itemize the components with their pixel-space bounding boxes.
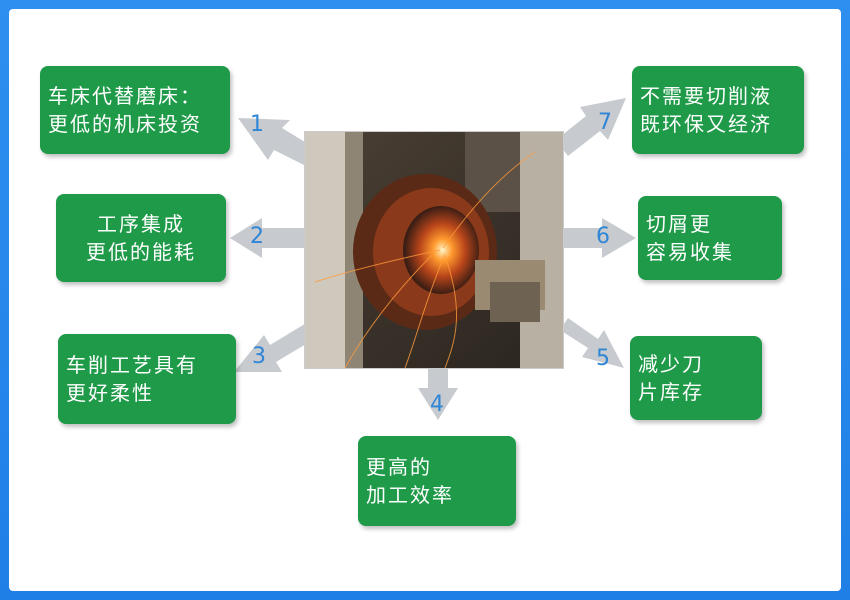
lathe-machining-photo (304, 131, 564, 369)
benefit-box-4: 更高的 加工效率 (358, 436, 516, 526)
arrow-6 (552, 218, 636, 258)
arrow-1 (238, 118, 318, 168)
benefit-5-line-1: 减少刀 (638, 352, 704, 376)
number-2: 2 (250, 224, 264, 249)
benefit-box-5: 减少刀 片库存 (630, 336, 762, 420)
arrow-7 (556, 98, 626, 156)
number-6: 6 (596, 224, 610, 249)
benefit-3-line-2: 更好柔性 (66, 381, 154, 405)
benefit-1-line-1: 车床代替磨床： (48, 84, 202, 108)
number-4: 4 (430, 392, 444, 417)
benefit-box-7: 不需要切削液 既环保又经济 (632, 66, 804, 154)
number-1: 1 (250, 112, 264, 137)
arrow-5 (560, 318, 624, 368)
benefit-6-line-1: 切屑更 (646, 212, 712, 236)
benefit-1-line-2: 更低的机床投资 (48, 112, 202, 136)
benefit-box-2: 工序集成 更低的能耗 (56, 194, 226, 282)
benefit-box-1: 车床代替磨床： 更低的机床投资 (40, 66, 230, 154)
benefit-2-line-2: 更低的能耗 (86, 240, 196, 264)
number-5: 5 (596, 346, 610, 371)
benefit-7-line-2: 既环保又经济 (640, 112, 772, 136)
number-7: 7 (598, 110, 612, 135)
benefit-3-line-1: 车削工艺具有 (66, 353, 198, 377)
benefit-box-3: 车削工艺具有 更好柔性 (58, 334, 236, 424)
benefit-6-line-2: 容易收集 (646, 240, 734, 264)
benefit-7-line-1: 不需要切削液 (640, 84, 772, 108)
arrow-4 (418, 368, 458, 420)
arrow-3 (234, 322, 316, 372)
benefit-4-line-2: 加工效率 (366, 483, 454, 507)
arrow-2 (230, 218, 312, 258)
benefit-2-line-1: 工序集成 (97, 212, 185, 236)
benefit-4-line-1: 更高的 (366, 455, 432, 479)
number-3: 3 (252, 344, 266, 369)
benefit-box-6: 切屑更 容易收集 (638, 196, 782, 280)
benefit-5-line-2: 片库存 (638, 380, 704, 404)
